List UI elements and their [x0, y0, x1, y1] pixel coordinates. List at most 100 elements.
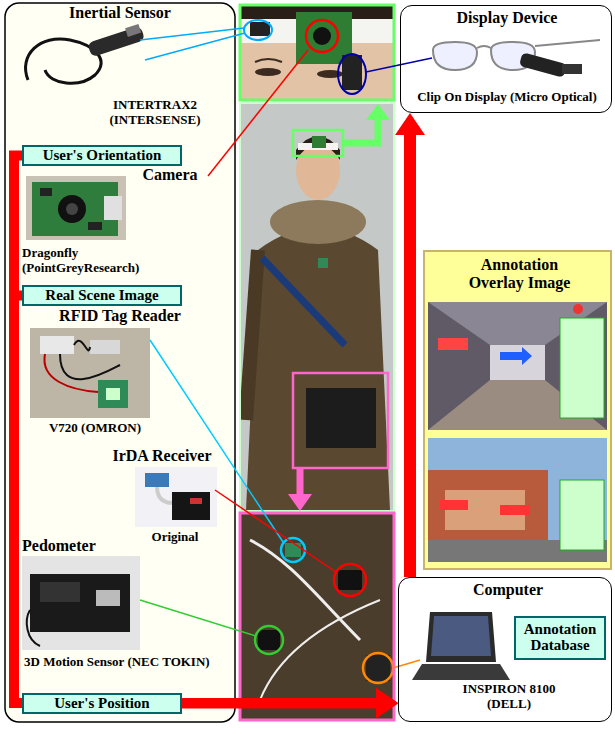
pedometer-photo	[22, 556, 140, 650]
inertial-sensor-photo	[26, 24, 146, 83]
text-slot: Pedometer	[22, 537, 122, 555]
equipment-closeup-photo	[363, 653, 393, 683]
flow-arrow	[14, 296, 398, 719]
camera-photo	[88, 222, 102, 230]
laptop-photo	[412, 612, 510, 680]
model-text: INSPIRON 8100 (DELL)	[449, 682, 569, 712]
panel-box: Annotation Overlay Image	[423, 250, 612, 570]
equipment-closeup-photo	[281, 538, 305, 562]
device-group: Inertial SensorINTERTRAX2 (INTERSENSE)	[10, 4, 235, 134]
text-slot: Original	[140, 530, 210, 545]
rfid-reader-photo	[30, 328, 150, 418]
leader-line	[366, 58, 432, 72]
laptop-photo	[412, 664, 510, 680]
person-photo	[296, 140, 340, 200]
leader-line	[150, 340, 283, 542]
text-slot: Annotation Overlay Image	[453, 256, 586, 293]
device-group: Pedometer 3D Motion Sensor (NEC TOKIN)	[10, 535, 235, 680]
zoom-arrow	[343, 118, 378, 143]
zoom-arrow	[366, 104, 390, 120]
equipment-closeup-photo	[255, 626, 283, 654]
rfid-reader-photo	[30, 328, 150, 418]
rfid-reader-photo	[44, 354, 98, 392]
display-photo	[433, 42, 477, 70]
corridor-overlay-photo	[428, 302, 607, 430]
zoom-arrow	[288, 494, 312, 511]
equipment-closeup-photo	[334, 564, 366, 596]
pedometer-photo	[30, 574, 130, 632]
heading-text: User's Orientation	[43, 148, 162, 164]
flow-arrow	[395, 113, 425, 577]
rfid-reader-photo	[40, 336, 74, 354]
campus-overlay-photo	[428, 438, 607, 562]
inertial-sensor-photo	[125, 24, 141, 37]
arrow-head	[376, 689, 398, 719]
text-slot: INTERTRAX2 (INTERSENSE)	[90, 98, 220, 128]
panel-ground	[423, 250, 612, 570]
text-slot: Clip On Display (Micro Optical)	[407, 90, 607, 105]
campus-overlay-photo	[440, 500, 468, 510]
flow-arrow	[182, 689, 398, 719]
zoom-arrow	[297, 468, 304, 496]
head-closeup-photo	[306, 20, 338, 52]
display-photo	[519, 52, 567, 77]
model-text: 3D Motion Sensor (NEC TOKIN)	[24, 655, 236, 670]
person-photo	[246, 228, 390, 511]
campus-overlay-photo	[428, 438, 607, 562]
text-slot: Inertial Sensor	[40, 4, 200, 22]
text-slot: Display Device	[407, 9, 607, 27]
head-closeup-photo	[255, 68, 281, 76]
corridor-overlay-photo	[500, 347, 532, 365]
text-slot: Computer	[453, 581, 563, 599]
heading-text: Camera	[138, 166, 202, 184]
campus-overlay-photo	[560, 480, 604, 550]
person-photo	[318, 258, 328, 268]
equipment-closeup-photo	[366, 655, 390, 681]
irda-receiver-photo	[135, 467, 217, 527]
equipment-closeup-photo	[240, 513, 394, 720]
irda-receiver-photo	[172, 492, 210, 520]
arrow-head	[395, 113, 425, 135]
label-box: User's Orientation	[22, 145, 182, 166]
equipment-closeup-photo	[258, 630, 280, 650]
pedometer-photo	[27, 610, 40, 646]
heading-text: Display Device	[407, 9, 607, 27]
head-closeup-photo	[240, 5, 394, 100]
head-closeup-photo	[255, 59, 282, 62]
rfid-reader-photo	[60, 354, 120, 379]
heading-text: Annotation Overlay Image	[453, 256, 586, 293]
arrow-shaft	[14, 156, 378, 704]
corridor-overlay-photo	[573, 304, 583, 314]
camera-photo	[26, 176, 126, 240]
camera-photo	[66, 203, 78, 215]
person-photo	[240, 103, 394, 511]
irda-receiver-photo	[190, 498, 202, 504]
head-closeup-photo	[240, 5, 394, 100]
arrow-head	[376, 688, 398, 718]
equipment-closeup-photo	[240, 513, 394, 720]
heading-text: RFID Tag Reader	[30, 307, 210, 325]
text-slot: RFID Tag Reader	[30, 307, 210, 325]
display-photo	[433, 40, 600, 78]
camera-photo	[26, 176, 126, 240]
person-photo	[270, 200, 366, 244]
label-box: Real Scene Image	[22, 285, 182, 306]
arrow-shaft	[404, 133, 416, 577]
corridor-overlay-photo	[490, 345, 545, 380]
panel-ground	[398, 5, 612, 722]
panel-ground	[400, 5, 612, 113]
equipment-closeup-photo	[338, 570, 362, 590]
device-group: CameraDragonfly (PointGreyResearch)	[10, 162, 235, 281]
head-closeup-photo	[313, 27, 331, 45]
corridor-overlay-photo	[438, 338, 468, 350]
zoom-arrow	[288, 104, 390, 511]
display-photo	[477, 46, 491, 48]
head-closeup-photo	[244, 20, 272, 40]
person-photo	[240, 103, 394, 511]
display-photo	[562, 64, 582, 74]
corridor-overlay-photo	[428, 302, 607, 430]
arrow-shaft	[14, 296, 378, 704]
pedometer-photo	[96, 590, 120, 606]
panel-box: ComputerINSPIRON 8100 (DELL)Annotation D…	[398, 577, 612, 722]
device-group: IrDA ReceiverOriginal	[10, 445, 235, 550]
